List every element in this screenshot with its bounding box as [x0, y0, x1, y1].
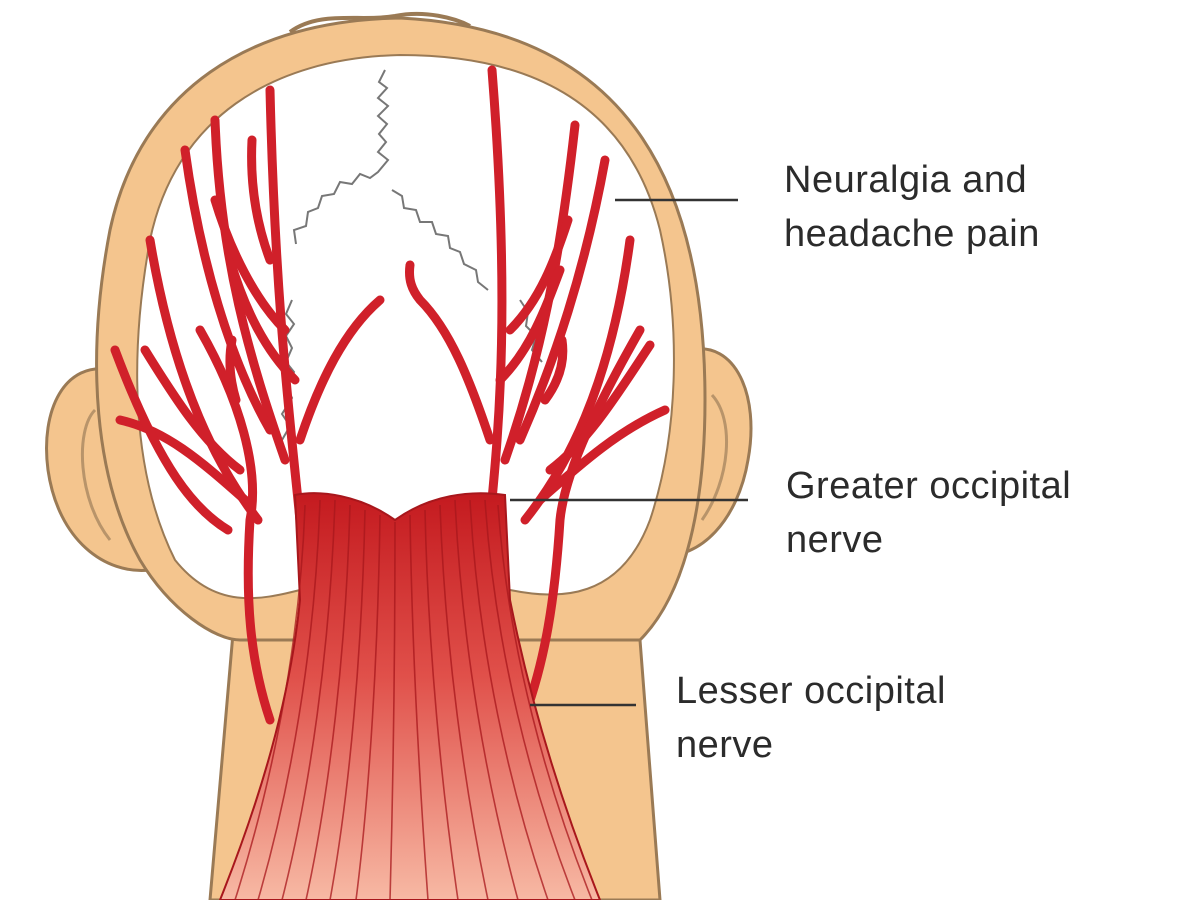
- trapezius-muscle: [218, 492, 602, 900]
- label-line: headache pain: [784, 213, 1040, 255]
- label-lesser-occipital-nerve: Lesser occipital nerve: [676, 664, 946, 772]
- hair: [288, 11, 471, 34]
- label-line: Greater occipital: [786, 465, 1072, 507]
- label-line: nerve: [786, 519, 884, 561]
- leader-lines: [510, 198, 748, 707]
- label-line: Lesser occipital: [676, 670, 946, 712]
- label-neuralgia-headache-pain: Neuralgia and headache pain: [784, 153, 1040, 261]
- left-nerves: [110, 85, 385, 725]
- label-line: nerve: [676, 724, 774, 766]
- label-greater-occipital-nerve: Greater occipital nerve: [786, 459, 1071, 567]
- label-line: Neuralgia and: [784, 159, 1028, 201]
